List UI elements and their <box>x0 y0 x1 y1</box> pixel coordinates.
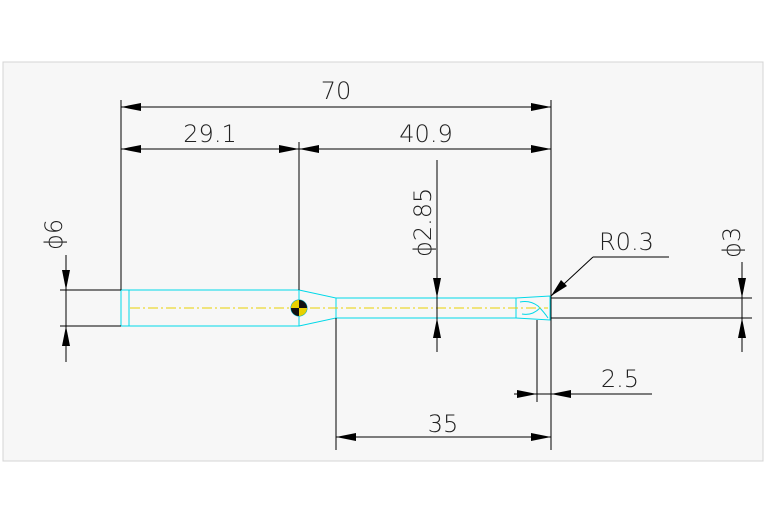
dim-overall-length: 70 <box>121 77 551 111</box>
section-marker <box>290 299 308 317</box>
flute-curve <box>519 301 549 319</box>
dim-text-overall-length: 70 <box>321 77 352 105</box>
cutting-head-outline <box>515 295 551 321</box>
dim-text-cutting-diameter: ϕ3 <box>718 227 746 258</box>
dim-shank-length: 29.1 40.9 <box>121 120 551 153</box>
dim-text-neck-and-flute-length: 40.9 <box>399 120 452 148</box>
tool-body <box>120 289 551 327</box>
dim-text-flute-length: 2.5 <box>601 365 639 393</box>
dim-neck-diameter: ϕ2.85 <box>409 160 441 352</box>
dim-reach-length: 35 <box>336 410 551 441</box>
dim-text-neck-diameter: ϕ2.85 <box>409 188 437 257</box>
dim-shank-diameter: ϕ6 <box>40 219 70 362</box>
flute-curve-2 <box>521 307 541 315</box>
drawing-frame <box>2 61 764 462</box>
dim-text-corner-radius: R0.3 <box>599 228 654 256</box>
dim-text-shank-length: 29.1 <box>183 120 236 148</box>
dim-corner-radius: R0.3 <box>550 228 669 297</box>
dim-text-reach-length: 35 <box>428 410 459 438</box>
dim-text-shank-diameter: ϕ6 <box>40 219 68 250</box>
dim-flute-length: 2.5 <box>514 365 652 398</box>
dim-cutting-diameter: ϕ3 <box>718 227 746 352</box>
extension-lines <box>60 100 752 450</box>
